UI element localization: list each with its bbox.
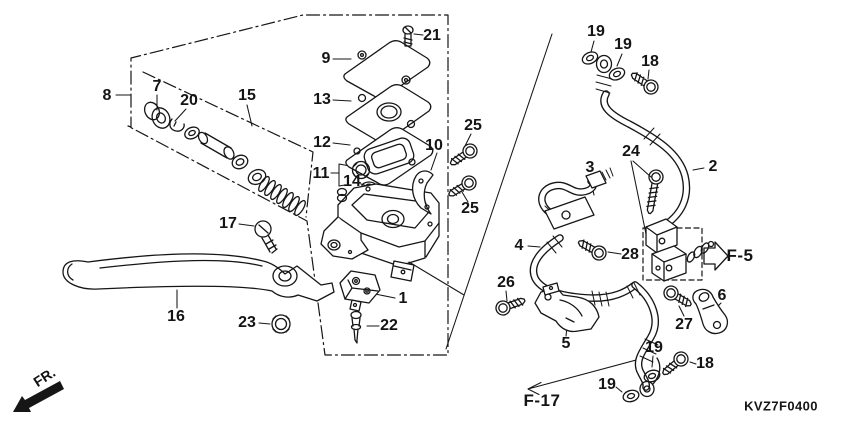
callout-11: 11 xyxy=(312,165,330,182)
part-15-piston-set xyxy=(184,126,306,217)
assembly-outline-master-cylinder xyxy=(127,14,449,356)
part-6-joint xyxy=(692,288,729,335)
ref-label-f-17: F-17 xyxy=(523,391,561,410)
callout-1: 1 xyxy=(398,290,408,307)
callout-9: 9 xyxy=(321,50,331,67)
callout-17: 17 xyxy=(219,215,237,232)
callout-2: 2 xyxy=(708,158,718,175)
diagram-code: KVZ7F0400 xyxy=(744,398,818,414)
joint-block-lower xyxy=(651,240,715,282)
callout-16: 16 xyxy=(167,308,185,325)
callout-20: 20 xyxy=(180,92,198,109)
f17-arrow-icon xyxy=(527,358,641,396)
callout-26: 26 xyxy=(497,274,515,291)
callout-18: 18 xyxy=(641,53,659,70)
part-2-brake-hose-upper xyxy=(595,54,691,231)
part-16-lever xyxy=(62,253,335,302)
callout-13: 13 xyxy=(313,91,331,108)
part-5-bracket xyxy=(534,282,600,333)
part-7-piston-cup xyxy=(143,101,171,129)
callout-23: 23 xyxy=(238,314,256,331)
part-11-nut xyxy=(351,160,371,180)
joint-block-upper xyxy=(645,218,678,254)
ref-label-f-5: F-5 xyxy=(726,246,754,265)
callout-15: 15 xyxy=(238,87,256,104)
callout-27: 27 xyxy=(675,316,693,333)
part-9-reservoir-cover xyxy=(343,40,431,99)
part-22-switch-screw xyxy=(350,310,362,344)
part-17-pivot-bolt xyxy=(254,220,278,254)
part-13-cover-plate xyxy=(345,84,432,143)
callout-12: 12 xyxy=(313,134,331,151)
part-1-switch xyxy=(339,270,381,312)
part-21-cover-screw xyxy=(402,25,414,47)
callout-22: 22 xyxy=(380,317,398,334)
callout-8: 8 xyxy=(102,87,112,104)
part-12-diaphragm xyxy=(345,127,434,186)
callout-4: 4 xyxy=(514,237,524,254)
callout-28: 28 xyxy=(621,246,639,263)
leader-lines xyxy=(115,33,722,393)
part-3-hose xyxy=(538,167,614,217)
part-20-clip xyxy=(169,118,185,132)
callout-25: 25 xyxy=(464,117,482,134)
callout-10: 10 xyxy=(425,137,443,154)
callout-18: 18 xyxy=(696,355,714,372)
part-10-clamp xyxy=(411,170,434,215)
callout-6: 6 xyxy=(717,287,727,304)
callout-3: 3 xyxy=(585,159,595,176)
callout-19: 19 xyxy=(598,376,616,393)
callout-19: 19 xyxy=(645,339,663,356)
f5-block-arrow-icon xyxy=(703,241,729,271)
callout-21: 21 xyxy=(423,27,441,44)
callout-14: 14 xyxy=(343,173,361,190)
master-cylinder-body xyxy=(320,183,440,282)
fr-arrow-icon xyxy=(13,381,64,412)
callout-5: 5 xyxy=(561,335,571,352)
callout-19: 19 xyxy=(614,36,632,53)
callout-7: 7 xyxy=(152,78,162,95)
callout-25: 25 xyxy=(461,200,479,217)
callout-24: 24 xyxy=(622,143,640,160)
part-23-pivot-nut xyxy=(271,314,291,334)
callout-19: 19 xyxy=(587,23,605,40)
